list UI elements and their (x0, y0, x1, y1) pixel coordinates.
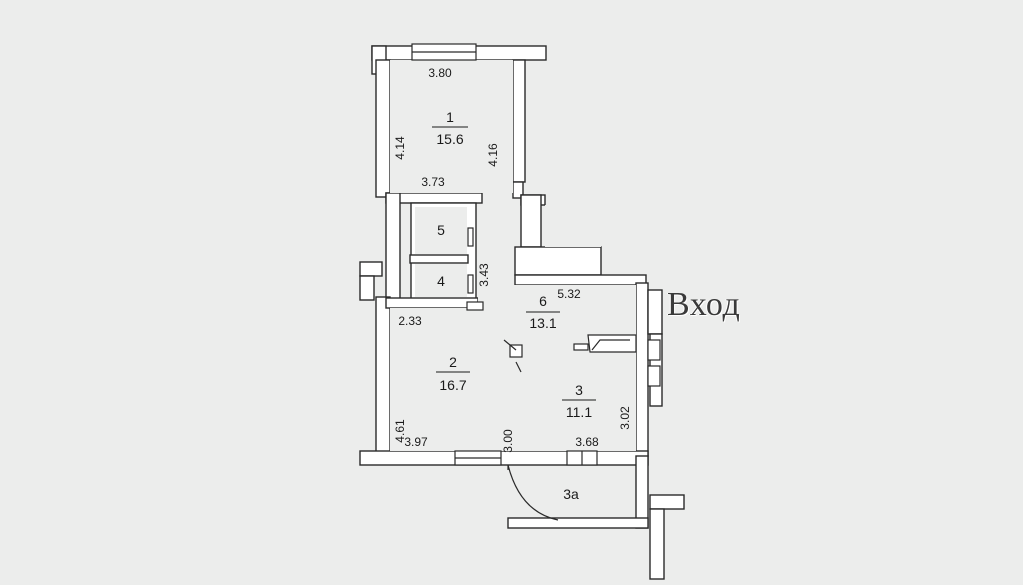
dim-room1-width: 3.80 (428, 66, 452, 80)
windows (411, 43, 598, 466)
wall-right (635, 282, 649, 457)
niche-area (545, 205, 601, 247)
dim-room1-right: 4.16 (486, 143, 500, 167)
room-6-area-label: 13.1 (529, 315, 556, 331)
room-2-area-label: 16.7 (439, 377, 466, 393)
room-5-number: 5 (437, 222, 445, 238)
wall-step-right (520, 194, 542, 248)
dim-room1-bottom: 3.73 (421, 175, 445, 189)
room-1-area-label: 15.6 (436, 131, 463, 147)
room-6-number: 6 (539, 293, 547, 309)
room-3-number: 3 (575, 382, 583, 398)
wall-far-right-b (649, 508, 665, 580)
wall-entrance-top (647, 289, 663, 335)
balcony-door-swing (507, 464, 559, 521)
kitchen-counter (587, 334, 637, 353)
dim-corridor-height: 3.43 (477, 263, 491, 287)
closet-door-bottom (466, 301, 484, 311)
dim-corridor-width: 5.32 (557, 287, 581, 301)
dim-room2-top: 2.33 (398, 314, 422, 328)
room-1-number: 1 (446, 109, 454, 125)
wall-closets-bottom (385, 297, 479, 309)
wall-left-stub-b (359, 275, 375, 301)
dim-room3-right: 3.02 (618, 406, 632, 430)
dim-balcony-door: 3.00 (501, 429, 515, 453)
wall-corridor-top (514, 274, 647, 286)
wall-far-right-a (649, 494, 685, 510)
room-3a-number: 3а (563, 486, 579, 502)
room-4-number: 4 (437, 273, 445, 289)
wall-left-room-1 (375, 59, 391, 198)
wall-left-lower (375, 296, 391, 456)
wall-right-room-1 (512, 59, 526, 183)
dim-room3-bottom: 3.68 (575, 435, 599, 449)
room-4-area (415, 264, 467, 297)
room-6-area (478, 285, 636, 315)
dim-room2-bottom: 3.97 (404, 435, 428, 449)
dim-room1-left: 4.14 (393, 136, 407, 160)
fixtures (466, 227, 661, 521)
column-mark-b (515, 361, 522, 373)
entrance-label: Вход (667, 286, 741, 323)
wall-left-mid (385, 192, 401, 303)
closet-4-door (467, 274, 474, 294)
room-3-area-label: 11.1 (566, 404, 592, 420)
kitchen-counter-line (591, 339, 630, 351)
wall-balcony-bottom (507, 517, 649, 529)
room-labels: 1 15.6 5 4 6 13.1 2 16.7 3 11.1 3а (436, 109, 592, 502)
room-2-area (390, 308, 636, 451)
kitchen-sink (573, 343, 589, 351)
room-2-number: 2 (449, 354, 457, 370)
entrance-panel-b (647, 365, 661, 387)
room-5-area (415, 207, 467, 254)
column-mark-a (503, 339, 517, 351)
wall-step-horizontal (514, 246, 602, 276)
closet-5-door (467, 227, 474, 247)
area-dividers (432, 126, 596, 401)
dim-room2-left: 4.61 (393, 419, 407, 443)
rooms (390, 60, 636, 451)
wall-left-stub-a (359, 261, 383, 277)
dimension-labels: 3.80 4.14 4.16 3.73 3.43 5.32 2.33 4.61 … (393, 66, 632, 453)
closet-divider (409, 254, 469, 264)
entrance-panel-a (647, 339, 661, 361)
wall-balcony-right (635, 455, 649, 529)
